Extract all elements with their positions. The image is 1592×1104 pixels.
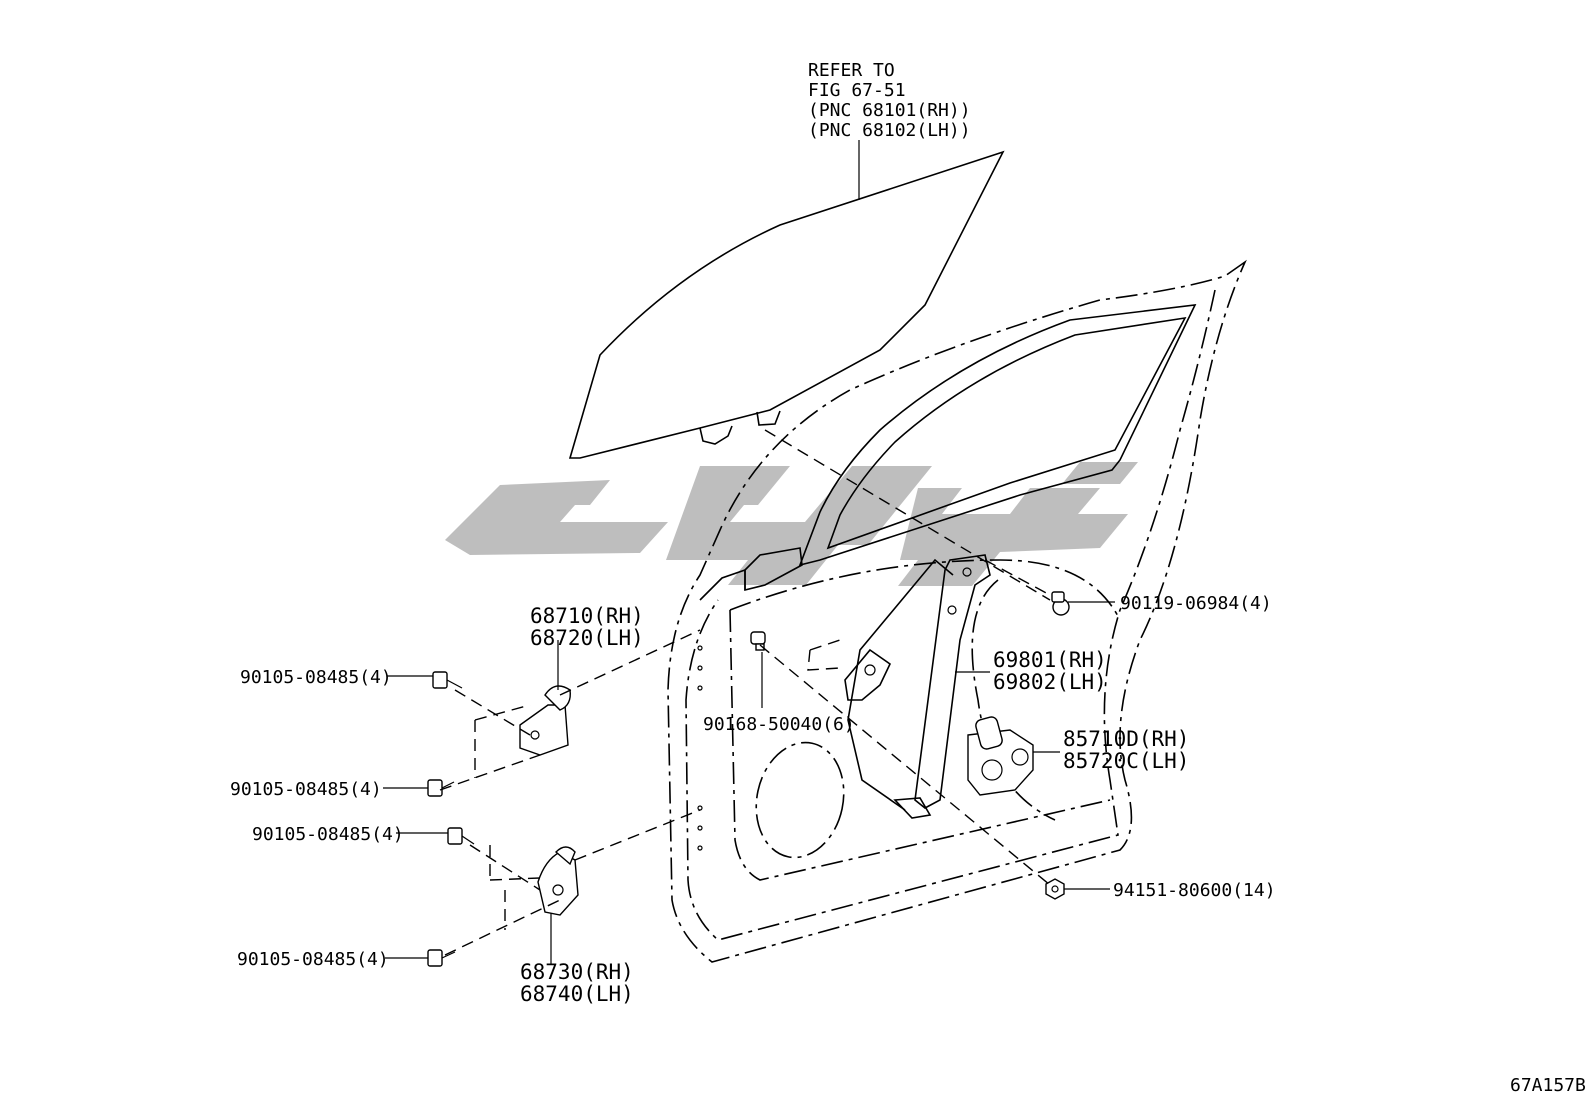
label-bolt-4: 90105-08485(4) bbox=[237, 949, 389, 970]
bolt-icon-2 bbox=[427, 779, 455, 797]
clip-icon bbox=[750, 631, 766, 651]
leader-lines bbox=[383, 140, 1115, 965]
window-motor bbox=[967, 716, 1034, 796]
door-outline bbox=[667, 259, 1247, 963]
label-clip: 90168-50040(6) bbox=[703, 714, 855, 735]
label-regulator-bolt: 90119-06984(4) bbox=[1120, 593, 1272, 614]
label-hinge-lower-rh: 68730(RH) bbox=[520, 960, 634, 984]
label-hinge-lower-lh: 68740(LH) bbox=[520, 982, 634, 1006]
label-hinge-upper-rh: 68710(RH) bbox=[530, 604, 644, 628]
bolt-icon-3 bbox=[447, 827, 475, 845]
figure-code: 67A157B bbox=[1510, 1075, 1586, 1096]
assembly-lines bbox=[439, 429, 1051, 956]
refer-note: REFER TO FIG 67-51 (PNC 68101(RH)) (PNC … bbox=[808, 60, 971, 141]
refer-note-line-2: FIG 67-51 bbox=[808, 80, 906, 101]
upper-hinge bbox=[519, 685, 571, 756]
door-glass bbox=[568, 150, 1005, 459]
window-regulator bbox=[844, 554, 991, 819]
refer-note-line-3: (PNC 68101(RH)) bbox=[808, 100, 971, 121]
nut-icon bbox=[1045, 878, 1065, 900]
label-bolt-1: 90105-08485(4) bbox=[240, 667, 392, 688]
bolt-icon-1 bbox=[432, 671, 463, 689]
label-motor-rh: 85710D(RH) bbox=[1063, 727, 1189, 751]
bolt-icon-4 bbox=[427, 949, 456, 967]
label-bolt-3: 90105-08485(4) bbox=[252, 824, 404, 845]
refer-note-line-1: REFER TO bbox=[808, 60, 895, 81]
label-bolt-2: 90105-08485(4) bbox=[230, 779, 382, 800]
lower-hinge bbox=[537, 846, 579, 916]
regulator-bolt-icon bbox=[1051, 591, 1070, 616]
label-regulator-rh: 69801(RH) bbox=[993, 648, 1107, 672]
label-hinge-upper-lh: 68720(LH) bbox=[530, 626, 644, 650]
watermark-logo bbox=[445, 462, 1138, 586]
label-motor-lh: 85720C(LH) bbox=[1063, 749, 1189, 773]
label-regulator-lh: 69802(LH) bbox=[993, 670, 1107, 694]
refer-note-line-4: (PNC 68102(LH)) bbox=[808, 120, 971, 141]
label-nut: 94151-80600(14) bbox=[1113, 880, 1276, 901]
